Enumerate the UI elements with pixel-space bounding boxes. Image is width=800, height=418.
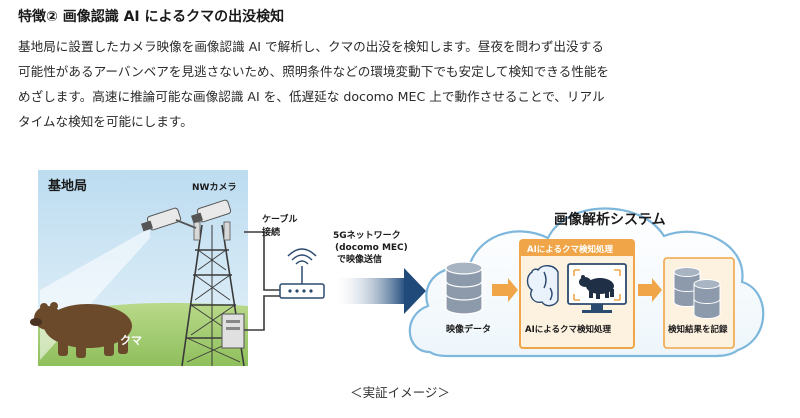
network-label-3: で映像送信 [337,253,382,265]
flow-arrow-1 [492,278,518,302]
cable-line-top [244,231,282,291]
ai-process-label: AIによるクマ検知処理 [525,324,611,335]
equipment-box-icon [221,313,245,349]
paragraph-line-2: 可能性があるアーバンベアを見逃さないため、照明条件などの環境変動下でも安定して検… [18,64,610,79]
wireless-signal-icon [287,248,317,265]
database-icon-record [673,267,721,319]
cable-line-bottom [244,295,282,331]
detection-frame-icon [573,269,621,301]
brain-icon [526,265,559,307]
camera-icon-right [191,199,232,224]
flow-arrow-2 [638,278,662,302]
system-title: 画像解析システム [554,211,666,228]
router-icon [279,266,325,299]
section-heading: 特徴② 画像認識 AI によるクマの出没検知 [18,9,285,25]
bear-label: クマ [120,334,142,347]
transmission-arrow [332,268,426,314]
detected-bear-icon [579,275,614,299]
record-label: 検知結果を記録 [668,324,728,335]
ai-box-header [520,240,634,256]
site-label: 基地局 [47,178,87,194]
paragraph-line-1: 基地局に設置したカメラ映像を画像認識 AI で解析し、クマの出没を検知します。昼… [18,39,604,54]
tower-icon [181,224,245,367]
ai-box-title: AIによるクマ検知処理 [527,244,613,255]
network-label-2: (docomo MEC) [335,243,408,253]
network-label-1: 5Gネットワーク [333,230,401,241]
cable-label-2: 接続 [262,226,280,238]
figure-caption: ＜実証イメージ＞ [350,385,450,400]
video-data-label: 映像データ [446,323,491,335]
database-icon-video [445,261,483,315]
camera-label: NWカメラ [192,182,236,193]
bear-icon [30,302,132,358]
paragraph-line-4: タイムな検知を可能にします。 [18,114,193,129]
paragraph-line-3: めざします。高速に推論可能な画像認識 AI を、低遅延な docomo MEC … [18,89,605,104]
camera-icon-left [141,207,197,232]
description-paragraph: 基地局に設置したカメラ映像を画像認識 AI で解析し、クマの出没を検知します。昼… [18,34,788,134]
cable-label-1: ケーブル [262,213,297,225]
